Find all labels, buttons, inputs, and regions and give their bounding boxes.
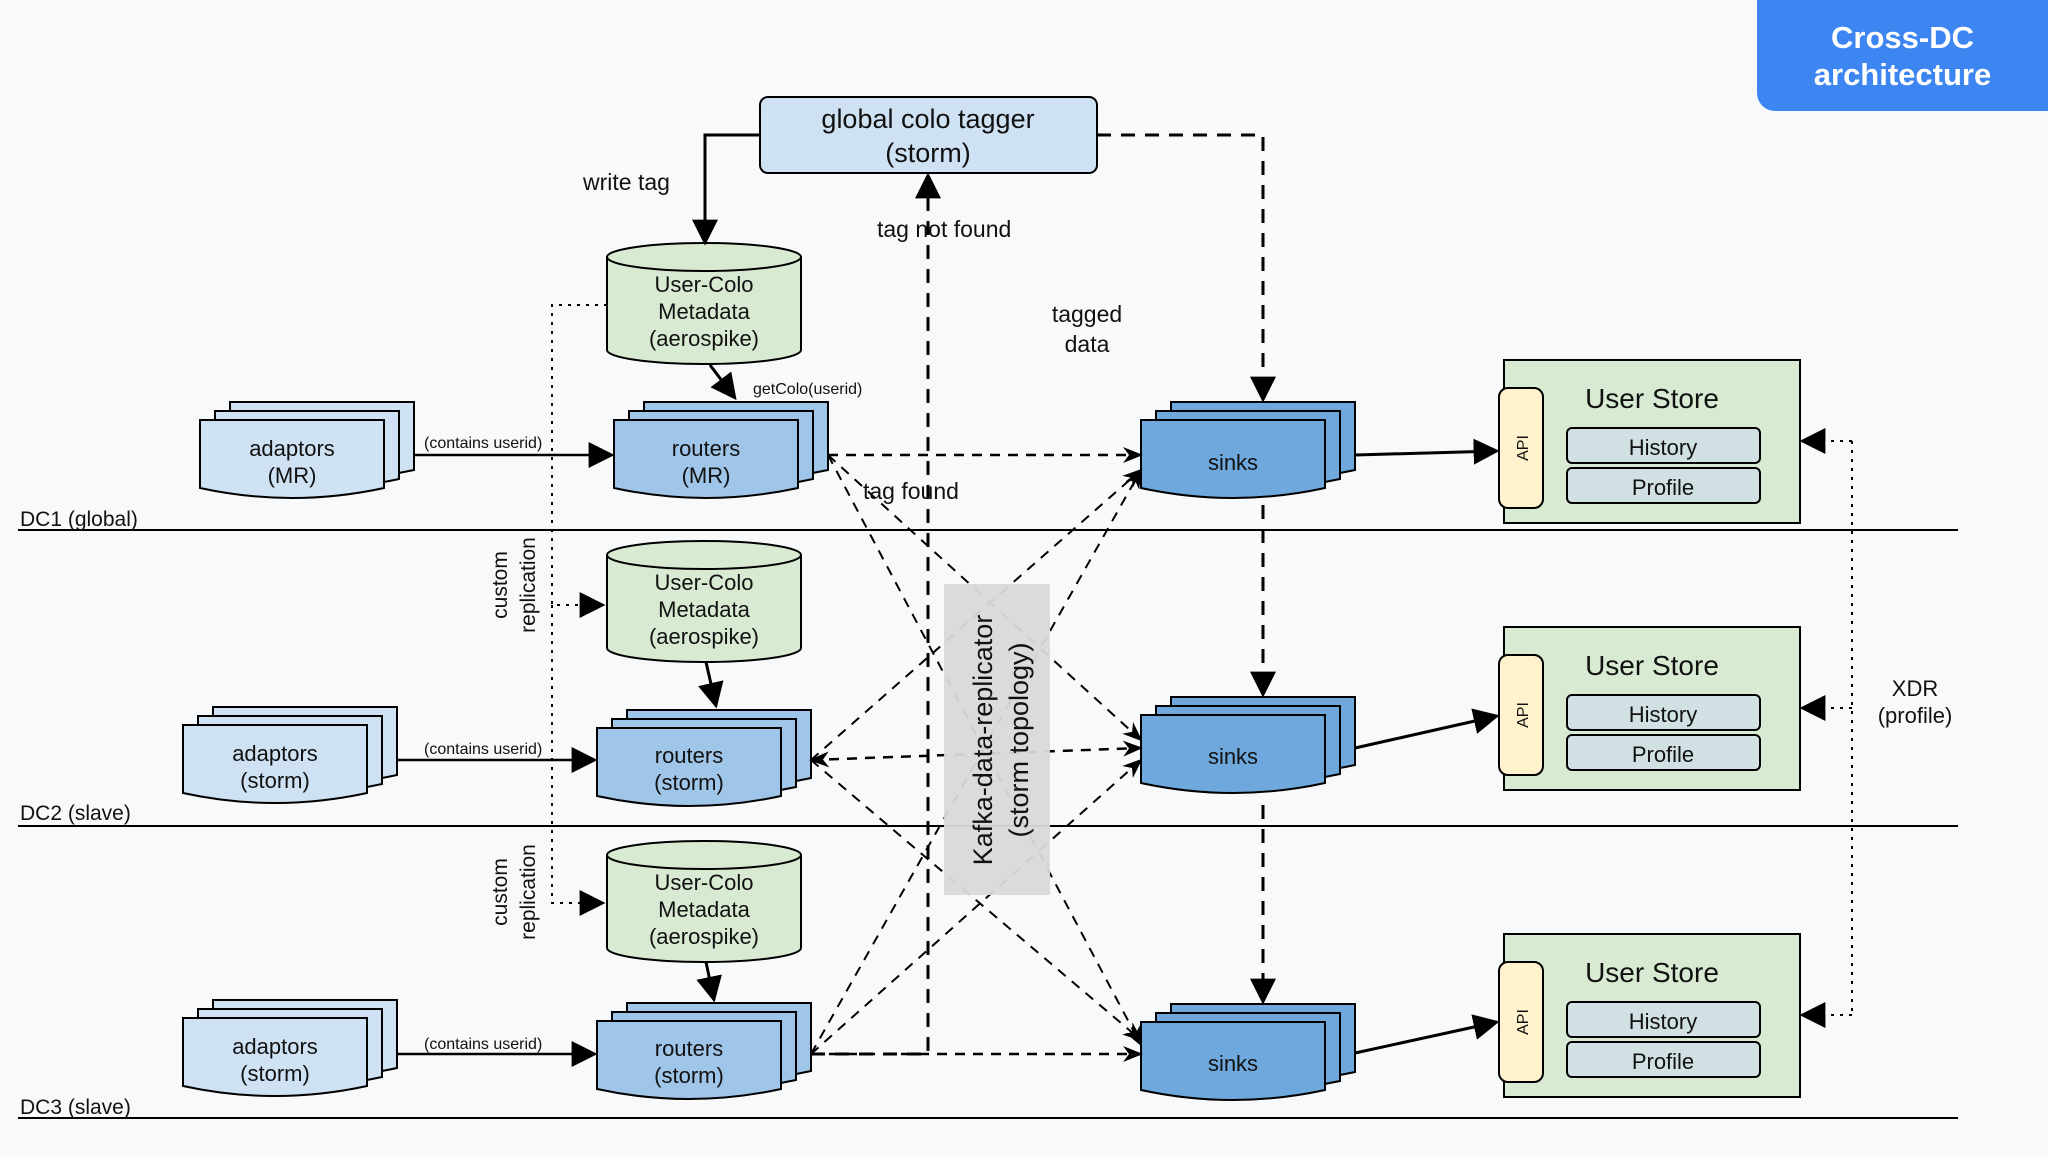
svg-text:(aerospike): (aerospike) xyxy=(649,924,759,949)
tagged-data-label-1: tagged xyxy=(1052,301,1122,327)
svg-text:History: History xyxy=(1629,702,1697,727)
adaptors-mr-dc1: adaptors (MR) xyxy=(199,401,415,499)
svg-text:global colo tagger: global colo tagger xyxy=(821,104,1034,134)
dc3-label: DC3 (slave) xyxy=(20,1096,131,1119)
xdr-label-1: XDR xyxy=(1892,676,1938,701)
custom-replication-label-dc2-1: custom xyxy=(489,551,512,619)
svg-text:(aerospike): (aerospike) xyxy=(649,624,759,649)
svg-text:Kafka-data-replicator: Kafka-data-replicator xyxy=(968,615,998,866)
svg-text:routers: routers xyxy=(672,436,740,461)
adaptors-storm-dc2: adaptors (storm) xyxy=(182,706,398,804)
history-box xyxy=(1566,427,1761,464)
tag-not-found-label: tag not found xyxy=(877,216,1011,242)
custom-replication-label-dc3-1: custom xyxy=(489,858,512,926)
tagged-data-arrow xyxy=(1097,133,1276,403)
contains-userid-label-dc1: (contains userid) xyxy=(424,435,542,452)
svg-text:Metadata: Metadata xyxy=(658,299,750,324)
tag-not-found-arrow xyxy=(811,172,941,1056)
svg-text:adaptors: adaptors xyxy=(232,1034,318,1059)
svg-text:History: History xyxy=(1629,1009,1697,1034)
contains-userid-label-dc3: (contains userid) xyxy=(424,1036,542,1053)
svg-text:User Store: User Store xyxy=(1585,650,1719,681)
custom-replication-label-dc3-2: replication xyxy=(517,844,540,940)
write-tag-arrow xyxy=(692,133,760,246)
svg-text:routers: routers xyxy=(655,1036,723,1061)
svg-text:sinks: sinks xyxy=(1208,450,1258,475)
svg-text:(storm topology): (storm topology) xyxy=(1004,642,1034,837)
svg-text:Metadata: Metadata xyxy=(658,597,750,622)
title-line-2: architecture xyxy=(1813,56,1992,92)
history-label: History xyxy=(1629,435,1697,460)
dc1-label: DC1 (global) xyxy=(20,508,138,531)
getcolo-label: getColo(userid) xyxy=(753,381,862,398)
svg-text:User-Colo: User-Colo xyxy=(654,870,753,895)
svg-text:(storm): (storm) xyxy=(654,1063,724,1088)
kafka-data-replicator: Kafka-data-replicator (storm topology) xyxy=(944,584,1050,895)
user-store-dc1: User Store API History Profile xyxy=(1498,359,1801,524)
tagged-data-label-2: data xyxy=(1065,331,1110,357)
dc2-label: DC2 (slave) xyxy=(20,802,131,825)
title-line-1: Cross-DC xyxy=(1831,19,1974,55)
sinks-dc2: sinks xyxy=(1140,696,1356,794)
svg-text:(storm): (storm) xyxy=(240,1061,310,1086)
svg-text:(storm): (storm) xyxy=(885,138,970,168)
svg-text:routers: routers xyxy=(655,743,723,768)
user-colo-metadata-dc1: User-Colo Metadata (aerospike) xyxy=(606,242,802,365)
svg-text:API: API xyxy=(1515,1009,1532,1035)
svg-text:adaptors: adaptors xyxy=(232,741,318,766)
svg-text:(MR): (MR) xyxy=(682,463,731,488)
svg-text:User Store: User Store xyxy=(1585,957,1719,988)
profile-box xyxy=(1566,467,1761,504)
svg-text:(MR): (MR) xyxy=(268,463,317,488)
routers-mr-dc1: routers (MR) xyxy=(613,401,829,499)
getcolo-arrow xyxy=(708,364,737,401)
svg-text:(storm): (storm) xyxy=(654,770,724,795)
title-badge: Cross-DC architecture xyxy=(1757,0,2048,111)
user-colo-metadata-dc2: User-Colo Metadata (aerospike) xyxy=(606,540,802,663)
svg-text:User-Colo: User-Colo xyxy=(654,272,753,297)
connectors xyxy=(397,133,1853,1067)
svg-text:(aerospike): (aerospike) xyxy=(649,326,759,351)
user-store-dc2: User Store API History Profile xyxy=(1498,626,1801,791)
global-colo-tagger: global colo tagger (storm) xyxy=(759,96,1098,174)
svg-text:Profile: Profile xyxy=(1632,742,1694,767)
svg-text:Metadata: Metadata xyxy=(658,897,750,922)
sinks-dc1: sinks xyxy=(1140,401,1356,499)
custom-replication-label-dc2-2: replication xyxy=(517,537,540,633)
custom-replication-arrow-dc3 xyxy=(551,605,606,916)
contains-userid-label-dc2: (contains userid) xyxy=(424,741,542,758)
api-label: API xyxy=(1515,435,1532,461)
routers-storm-dc3: routers (storm) xyxy=(596,1002,812,1100)
svg-text:(storm): (storm) xyxy=(240,768,310,793)
tag-found-label: tag found xyxy=(863,478,959,504)
svg-text:User-Colo: User-Colo xyxy=(654,570,753,595)
svg-text:sinks: sinks xyxy=(1208,1051,1258,1076)
routers-storm-dc2: routers (storm) xyxy=(596,709,812,807)
custom-replication-arrow-dc2 xyxy=(551,304,607,618)
xdr-label-2: (profile) xyxy=(1878,703,1953,728)
adaptors-storm-dc3: adaptors (storm) xyxy=(182,999,398,1097)
svg-text:Profile: Profile xyxy=(1632,1049,1694,1074)
svg-text:API: API xyxy=(1515,702,1532,728)
write-tag-label: write tag xyxy=(582,169,670,195)
svg-text:sinks: sinks xyxy=(1208,744,1258,769)
user-colo-metadata-dc3: User-Colo Metadata (aerospike) xyxy=(606,840,802,963)
sinks-dc3: sinks xyxy=(1140,1003,1356,1101)
user-store-title: User Store xyxy=(1585,383,1719,414)
svg-text:adaptors: adaptors xyxy=(249,436,335,461)
profile-label: Profile xyxy=(1632,475,1694,500)
user-store-dc3: User Store API History Profile xyxy=(1498,933,1801,1098)
